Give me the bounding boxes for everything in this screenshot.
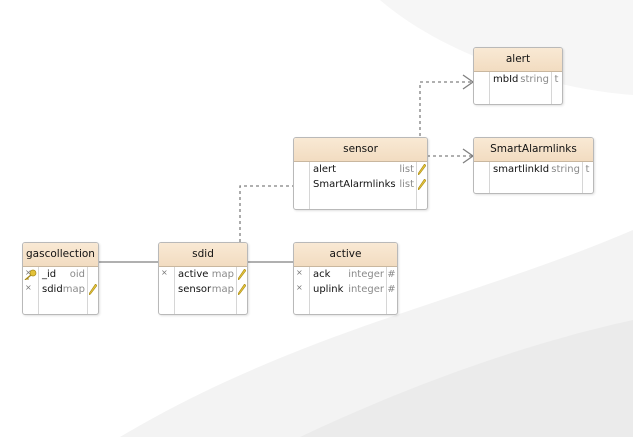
field-name: alert — [313, 164, 337, 175]
entity-title: alert — [474, 48, 562, 72]
field-row[interactable]: sensor map — [159, 282, 247, 297]
field-row[interactable]: mbId string t — [474, 72, 562, 87]
entity-title: sensor — [294, 138, 427, 162]
pencil-icon — [238, 269, 246, 280]
key-icon — [24, 269, 37, 280]
field-name: ack — [313, 269, 331, 280]
field-flag: t — [554, 74, 559, 85]
field-name: mbId — [493, 74, 519, 85]
entity-title: gascollection — [23, 243, 98, 267]
field-type: map — [211, 269, 234, 280]
field-type: string — [551, 164, 580, 175]
field-row[interactable]: smartlinkId string t — [474, 162, 593, 177]
field-name: uplink — [313, 284, 344, 295]
field-type: map — [211, 284, 234, 295]
field-flag: t — [585, 164, 590, 175]
field-type: oid — [69, 269, 85, 280]
field-flag: # — [387, 269, 396, 280]
pencil-icon — [418, 179, 426, 190]
field-flag: # — [387, 284, 396, 295]
field-type: map — [62, 284, 85, 295]
field-name: sensor — [178, 284, 212, 295]
field-row[interactable]: × ack integer # — [296, 268, 396, 280]
field-name: _id — [42, 269, 57, 280]
relation-sdid-sensor — [239, 185, 294, 242]
field-row[interactable]: × uplink integer # — [296, 283, 396, 295]
entity-sdid[interactable]: sdid × active map sensor map — [158, 242, 248, 315]
relation-sensor-alert — [419, 81, 473, 136]
entity-gascollection[interactable]: gascollection × _id oid × sdid map — [22, 242, 99, 315]
entity-active[interactable]: active × ack integer # × uplink integer … — [293, 242, 398, 315]
pencil-icon — [238, 284, 246, 295]
field-name: smartlinkId — [493, 164, 550, 175]
pencil-icon — [418, 164, 426, 175]
field-type: integer — [348, 284, 384, 295]
entity-title: sdid — [159, 243, 247, 267]
entity-title: SmartAlarmlinks — [474, 138, 593, 162]
field-row[interactable]: × sdid map — [23, 282, 98, 297]
field-name: sdid — [42, 284, 63, 295]
field-name: SmartAlarmlinks — [313, 179, 396, 190]
entity-sensor[interactable]: sensor alert list SmartAlarmlinks list — [293, 137, 428, 210]
entity-alert[interactable]: alert mbId string t — [473, 47, 563, 105]
field-type: list — [399, 179, 414, 190]
field-name: active — [178, 269, 209, 280]
field-row[interactable]: SmartAlarmlinks list — [294, 177, 427, 192]
field-row[interactable]: × active map — [159, 267, 247, 282]
entity-smartalarmlinks[interactable]: SmartAlarmlinks smartlinkId string t — [473, 137, 594, 194]
field-type: string — [520, 74, 549, 85]
pencil-icon — [89, 284, 97, 295]
field-row[interactable]: alert list — [294, 162, 427, 177]
field-type: list — [399, 164, 414, 175]
entity-title: active — [294, 243, 397, 267]
field-row[interactable]: × _id oid — [24, 268, 85, 280]
field-type: integer — [348, 269, 384, 280]
